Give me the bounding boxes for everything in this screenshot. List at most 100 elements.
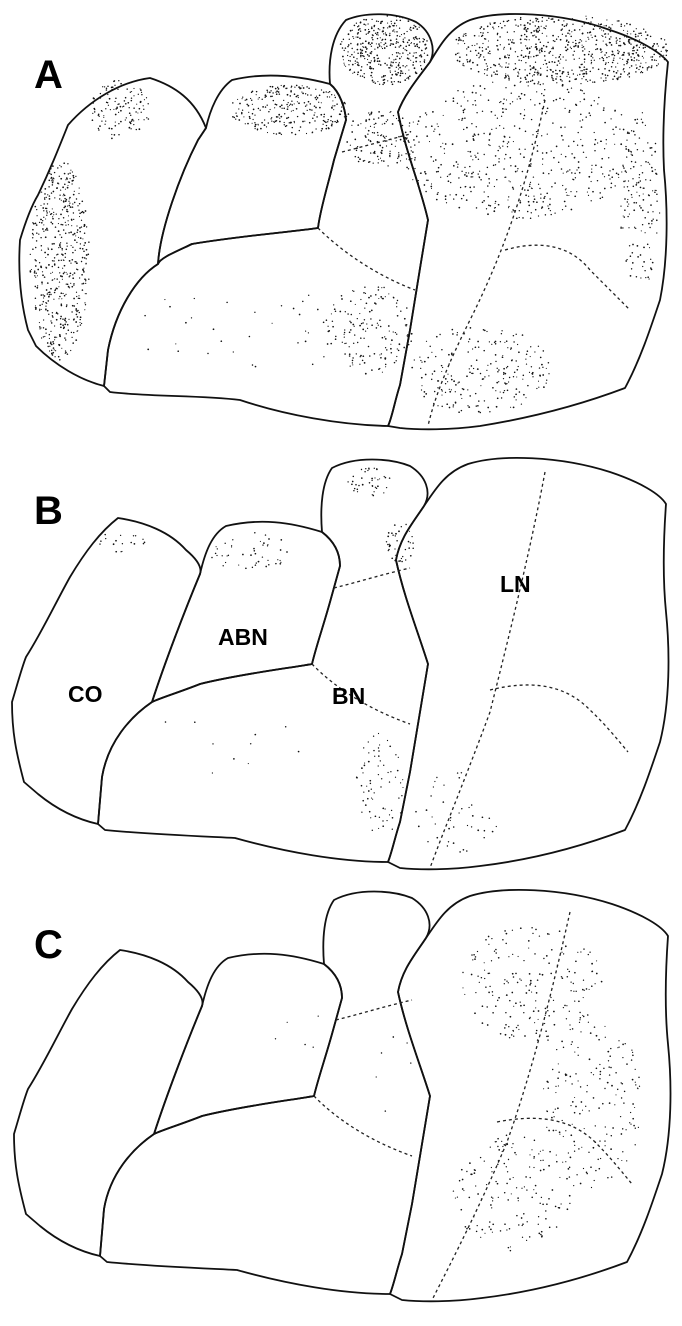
stipple-dot	[567, 32, 569, 34]
stipple-dot	[550, 69, 551, 70]
stipple-dot	[383, 135, 385, 137]
stipple-dot	[605, 43, 607, 45]
stipple-dot	[603, 30, 604, 31]
stipple-dot	[400, 72, 402, 74]
stipple-dot	[264, 119, 265, 120]
stipple-dot	[533, 56, 535, 58]
stipple-dot	[40, 327, 41, 328]
stipple-dot	[377, 156, 379, 158]
stipple-dot	[65, 339, 66, 340]
stipple-dot	[288, 102, 289, 103]
stipple-dot	[481, 1229, 483, 1231]
stipple-dot	[60, 316, 62, 318]
stipple-dot	[378, 774, 379, 775]
stipple-dot	[469, 1162, 471, 1164]
stipple-dot	[51, 213, 52, 214]
stipple-dot	[493, 28, 494, 29]
stipple-dot	[426, 40, 428, 42]
stipple-dot	[532, 75, 533, 76]
stipple-dot	[517, 982, 519, 984]
stipple-dot	[436, 777, 437, 778]
stipple-dot	[347, 51, 348, 52]
stipple-dot	[536, 20, 538, 22]
stipple-dot	[617, 70, 618, 71]
stipple-dot	[444, 148, 445, 149]
stipple-dot	[52, 354, 54, 356]
stipple-dot	[511, 41, 513, 43]
stipple-dot	[77, 326, 78, 327]
stipple-dot	[567, 48, 569, 50]
stipple-dot	[389, 151, 390, 152]
stipple-dot	[398, 350, 400, 352]
stipple-dot	[622, 1151, 623, 1152]
stipple-dot	[39, 304, 41, 306]
stipple-dot	[514, 372, 516, 374]
stipple-dot	[118, 112, 119, 113]
stipple-dot	[603, 60, 605, 62]
stipple-dot	[521, 1217, 523, 1219]
stipple-dot	[373, 118, 375, 120]
stipple-dot	[391, 23, 392, 24]
stipple-dot	[350, 60, 351, 61]
stipple-dot	[424, 171, 426, 173]
stipple-dot	[369, 66, 371, 68]
stipple-dot	[398, 797, 399, 798]
stipple-dot	[33, 234, 34, 235]
stipple-dot	[500, 1033, 502, 1035]
stipple-dot	[566, 192, 567, 193]
stipple-dot	[524, 77, 526, 79]
stipple-dot	[526, 75, 528, 77]
stipple-dot	[541, 206, 543, 208]
stipple-dot	[536, 1030, 538, 1032]
stipple-dot	[653, 54, 655, 56]
stipple-dot	[363, 23, 365, 25]
stipple-dot	[488, 375, 489, 376]
stipple-dot	[397, 348, 398, 349]
stipple-dot	[621, 24, 623, 26]
stipple-dot	[472, 815, 474, 817]
stipple-dot	[559, 63, 560, 64]
stipple-dot	[393, 115, 394, 116]
stipple-dot	[478, 134, 480, 136]
stipple-dot	[505, 1012, 506, 1013]
stipple-dot	[84, 309, 85, 310]
stipple-dot	[460, 105, 461, 106]
stipple-dot	[357, 491, 358, 492]
stipple-dot	[620, 76, 621, 77]
stipple-dot	[327, 343, 329, 345]
stipple-dot	[595, 1125, 596, 1126]
stipple-dot	[507, 32, 508, 33]
stipple-dot	[571, 87, 572, 88]
stipple-dot	[456, 39, 458, 41]
stipple-dot	[427, 54, 429, 56]
stipple-dot	[472, 959, 473, 960]
stipple-dot	[99, 125, 101, 127]
stipple-dot	[439, 334, 440, 335]
stipple-dot	[489, 51, 491, 53]
stipple-dot	[548, 1165, 550, 1167]
stipple-dot	[274, 107, 275, 108]
stipple-dot	[69, 182, 71, 184]
stipple-dot	[400, 70, 402, 72]
stipple-dot	[479, 177, 480, 178]
stipple-dot	[373, 68, 375, 70]
stipple-dot	[372, 39, 373, 40]
stipple-dot	[360, 21, 362, 23]
stipple-dot	[84, 278, 86, 280]
stipple-dot	[475, 92, 477, 94]
stipple-dot	[656, 43, 658, 45]
stipple-dot	[518, 956, 519, 957]
stipple-dot	[513, 1036, 514, 1037]
stipple-dot	[615, 1094, 616, 1095]
stipple-dot	[76, 296, 77, 297]
stipple-dot	[271, 120, 272, 121]
stipple-dot	[379, 744, 380, 745]
stipple-dot	[627, 132, 628, 133]
stipple-dot	[538, 27, 539, 28]
stipple-dot	[605, 1126, 606, 1127]
stipple-dot	[595, 983, 596, 984]
stipple-dot	[617, 20, 618, 21]
stipple-dot	[531, 32, 533, 34]
stipple-dot	[306, 133, 307, 134]
stipple-dot	[508, 956, 509, 957]
